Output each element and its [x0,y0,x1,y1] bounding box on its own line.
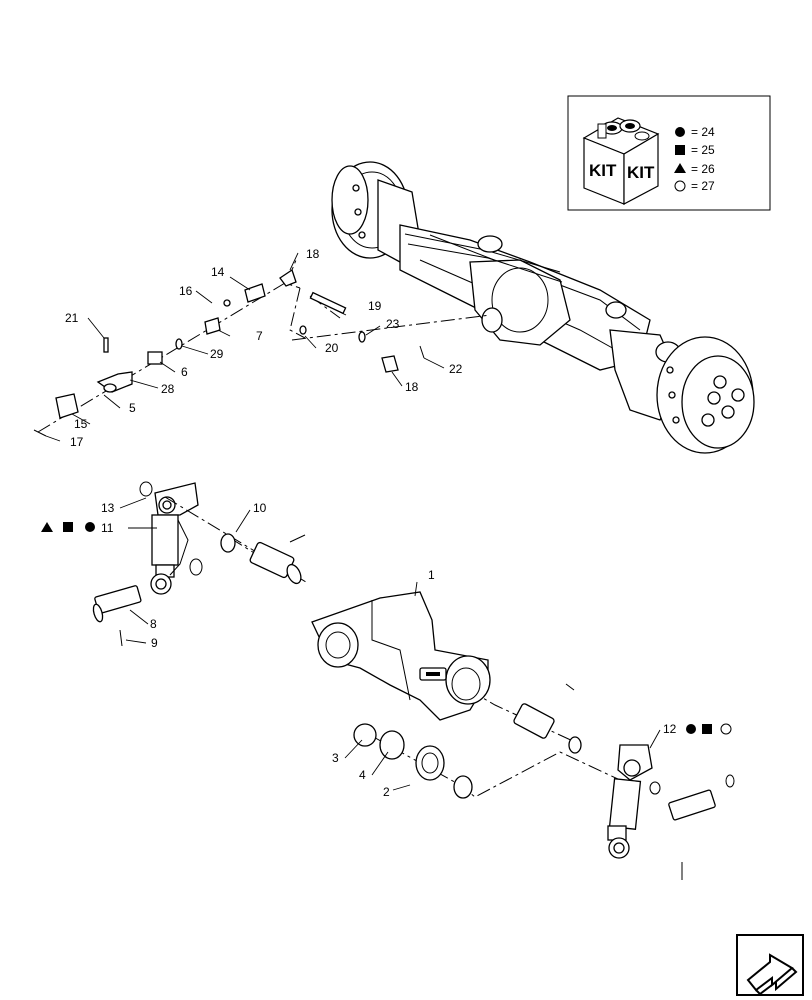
callout-22: 22 [449,362,463,376]
callout-2: 2 [383,785,390,799]
upper-small-parts [33,259,491,437]
kit-symbols-11 [41,522,95,532]
kit-box-text-right: KIT [627,163,655,182]
callout-10: 10 [253,501,267,515]
callout-11: 11 [101,521,114,535]
filled-square-icon [702,724,712,734]
callout-18-bottom: 18 [405,380,419,394]
callout-1: 1 [428,568,435,582]
callout-14: 14 [211,265,225,279]
callout-23: 23 [386,317,400,331]
kit-box-icon: KIT KIT [582,117,660,205]
callout-16: 16 [179,284,193,298]
axle-assembly [331,161,755,454]
callout-4: 4 [359,768,366,782]
pin-upper [249,534,306,585]
callout-18-top: 18 [306,247,320,261]
filled-square-icon [63,522,73,532]
callout-5: 5 [129,401,136,415]
filled-circle-icon [686,724,696,734]
callout-28: 28 [161,382,175,396]
kit-entry-24: = 24 [691,125,715,139]
kit-entry-27: = 27 [691,179,715,193]
kit-box-text-left: KIT [589,161,617,180]
kit-entry-26: = 26 [691,162,715,176]
lower-parts [353,683,735,880]
callout-15: 15 [74,417,88,431]
bracket-14 [244,283,266,303]
leader-lines [45,252,661,791]
cylinder-11-group [92,481,203,647]
callout-12: 12 [663,722,677,736]
kit-legend: KIT KIT = 24 = 25 = 26 = 27 [567,95,771,211]
filled-circle-icon [675,127,685,137]
next-page-arrow-icon[interactable] [736,934,804,996]
kit-symbols-12 [686,723,732,735]
callout-21: 21 [65,311,79,325]
filled-triangle-icon [41,522,53,532]
callout-8: 8 [150,617,157,631]
callout-13: 13 [101,501,115,515]
filled-triangle-icon [674,163,686,173]
callout-9: 9 [151,636,158,650]
bushing-10 [220,533,236,553]
callouts: 1 2 3 4 5 6 7 8 9 10 11 12 13 14 15 16 1… [65,247,677,799]
callout-6: 6 [181,365,188,379]
callout-29: 29 [210,347,224,361]
filled-circle-icon [85,522,95,532]
callout-19: 19 [368,299,382,313]
callout-7: 7 [256,329,263,343]
hollow-circle-icon [674,180,686,192]
callout-17: 17 [70,435,84,449]
pivot-bracket-1 [311,591,491,721]
callout-20: 20 [325,341,339,355]
callout-3: 3 [332,751,339,765]
hollow-circle-icon [720,723,732,735]
filled-square-icon [675,145,685,155]
kit-entry-25: = 25 [691,143,715,157]
